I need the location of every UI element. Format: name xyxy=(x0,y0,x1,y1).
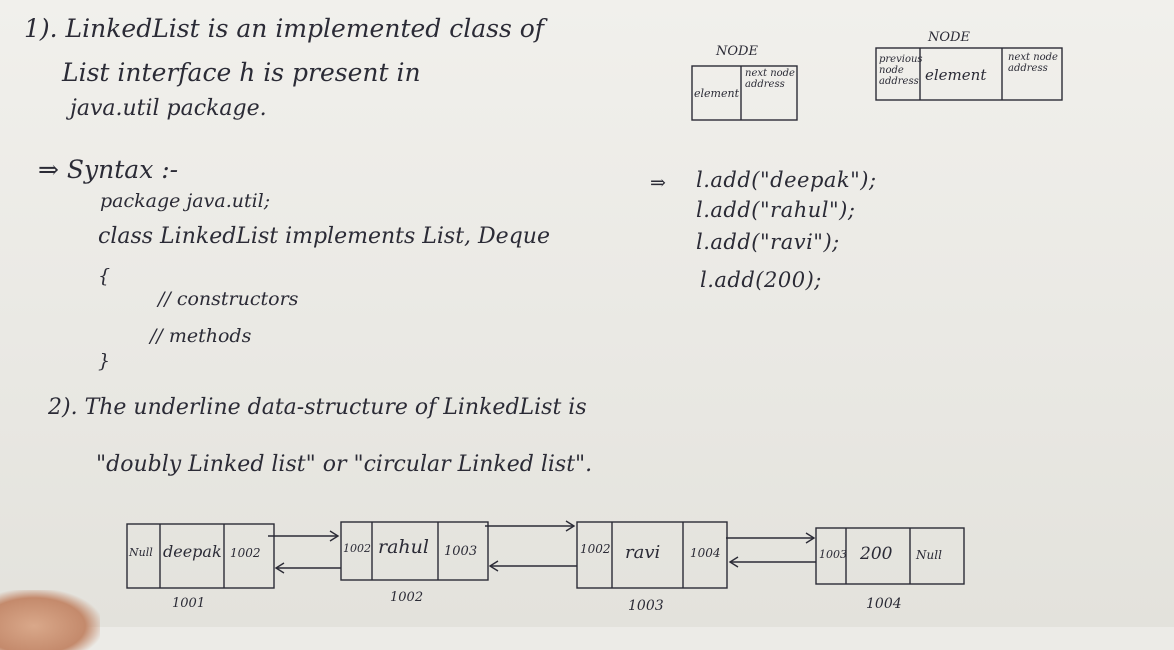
note-point1-line2: List interface h is present in xyxy=(62,58,421,87)
note-point1-line1: 1). LinkedList is an implemented class o… xyxy=(24,14,545,43)
ll-node-prev: 1002 xyxy=(580,542,611,556)
ll-node-address: 1002 xyxy=(390,590,424,605)
code-line-1: l.add("deepak"); xyxy=(696,168,877,192)
ll-node-value: rahul xyxy=(378,536,429,558)
ll-node-box-1002 xyxy=(340,521,489,581)
presenter-hand xyxy=(0,590,100,650)
ll-node-next: 1003 xyxy=(444,544,478,559)
ll-node-next: 1002 xyxy=(230,546,261,560)
ll-node-address: 1003 xyxy=(628,598,664,614)
note-point2-line2: "doubly Linked list" or "circular Linked… xyxy=(96,452,593,477)
syntax-package-line: package java.util; xyxy=(100,190,271,212)
code-line-2: l.add("rahul"); xyxy=(696,198,856,222)
ll-node-box-1004 xyxy=(815,527,965,585)
doubly-node-next: next node address xyxy=(1008,52,1058,74)
singly-node-title: NODE xyxy=(716,44,758,59)
syntax-brace-open: { xyxy=(98,265,111,287)
syntax-comment-constructors: // constructors xyxy=(158,288,299,310)
ll-node-next: 1004 xyxy=(690,546,721,560)
code-arrow: ⇒ xyxy=(650,172,666,194)
doubly-node-title: NODE xyxy=(928,30,970,45)
note-point1-line3: java.util package. xyxy=(70,96,267,121)
syntax-label: ⇒ Syntax :- xyxy=(38,155,179,184)
code-line-4: l.add(200); xyxy=(700,268,822,292)
syntax-class-line: class LinkedList implements List, Deque xyxy=(98,224,550,249)
doubly-node-prev: previous node address xyxy=(879,54,923,87)
ll-node-value: 200 xyxy=(860,544,893,564)
doubly-node-box xyxy=(875,47,1063,101)
note-point2-line1: 2). The underline data-structure of Link… xyxy=(48,395,587,420)
ll-node-address: 1004 xyxy=(866,596,902,612)
ll-node-value: deepak xyxy=(163,542,222,561)
doubly-node-element: element xyxy=(925,66,987,84)
ll-node-prev: 1003 xyxy=(819,548,847,561)
ll-node-next: Null xyxy=(916,548,942,562)
code-line-3: l.add("ravi"); xyxy=(696,230,840,254)
syntax-brace-close: } xyxy=(98,350,111,372)
singly-node-next: next node address xyxy=(745,68,795,90)
ll-node-value: ravi xyxy=(625,542,661,563)
syntax-comment-methods: // methods xyxy=(150,325,252,347)
ll-node-box-1003 xyxy=(576,521,728,589)
ll-node-address: 1001 xyxy=(172,596,206,611)
singly-node-element: element xyxy=(694,87,739,100)
ll-node-prev: 1002 xyxy=(343,542,371,555)
singly-node-box xyxy=(691,65,798,121)
ll-node-box-1001 xyxy=(126,523,275,589)
diagram-drawing xyxy=(126,47,1063,589)
ll-node-prev: Null xyxy=(129,546,153,559)
